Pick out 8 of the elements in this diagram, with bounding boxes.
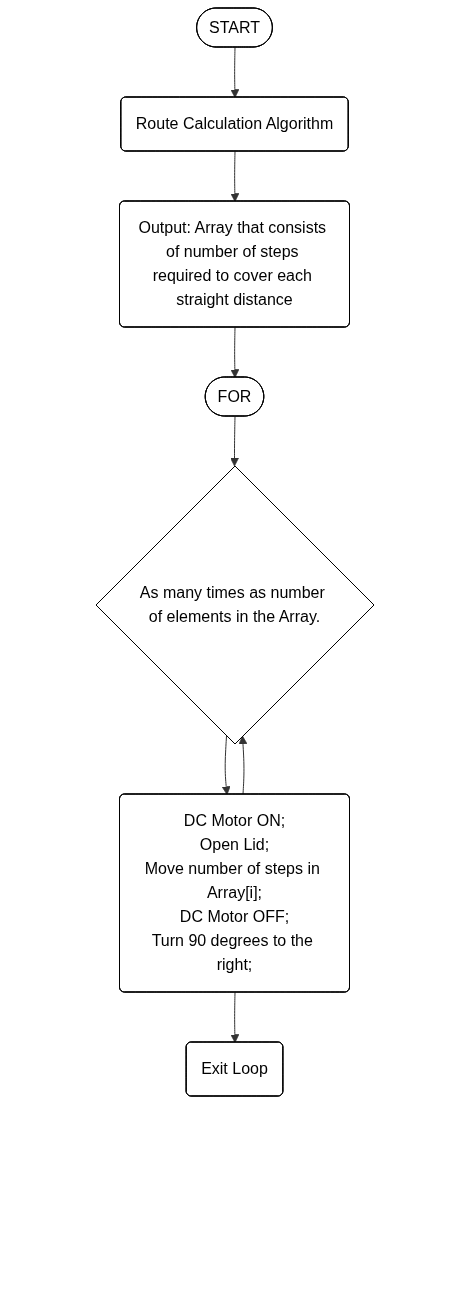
arrow [238,735,248,795]
arrow [230,151,240,202]
arrow [230,327,240,378]
node-diamond: As many times as number of elements in the Array. [95,465,375,745]
arrow [230,992,240,1043]
arrow [230,416,239,467]
arrow [221,735,231,795]
arrow [230,47,240,98]
